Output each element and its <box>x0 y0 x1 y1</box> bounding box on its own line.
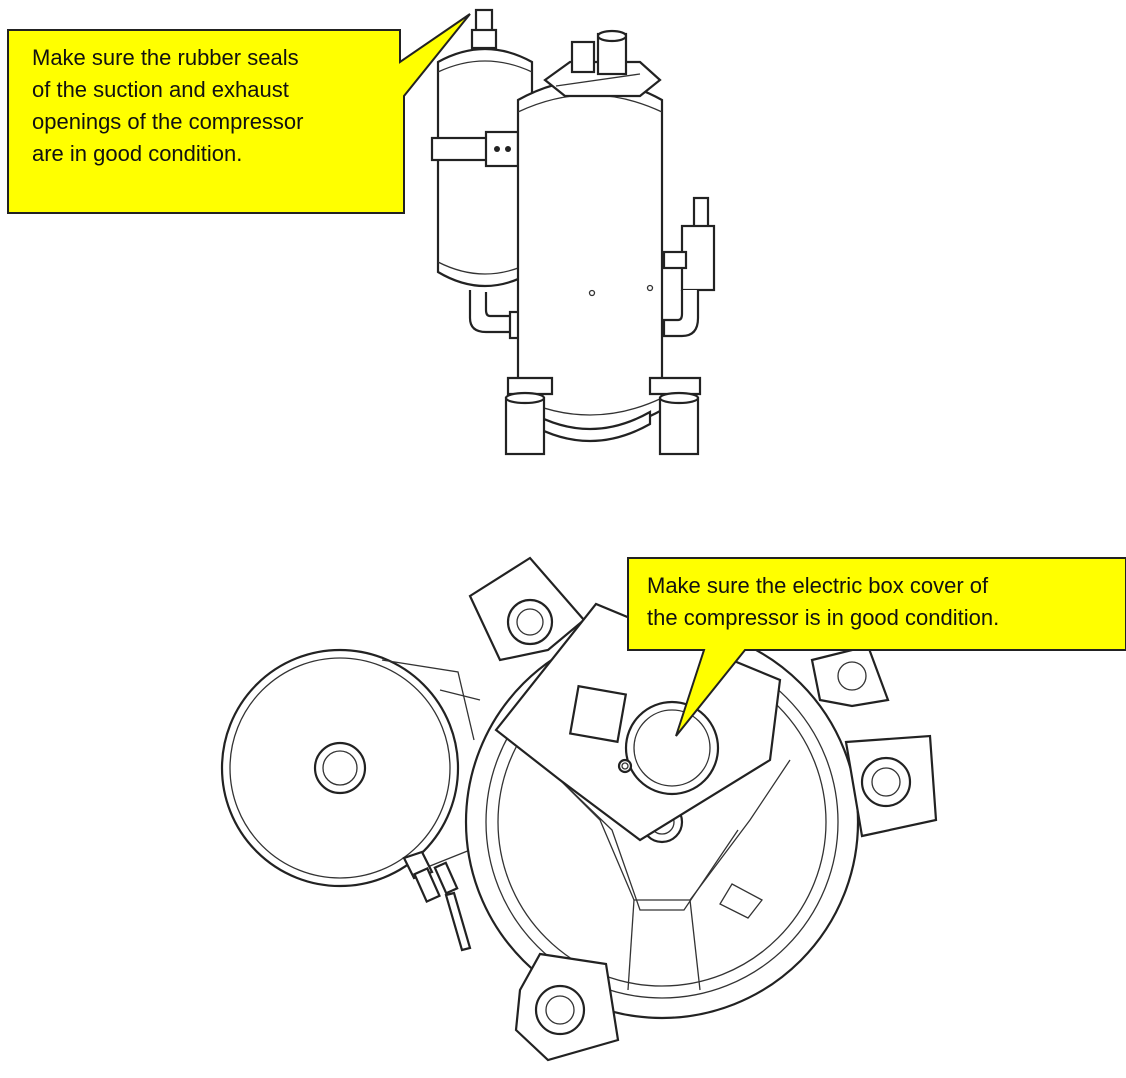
callout-line: the compressor is in good condition. <box>647 605 1000 630</box>
callout-line: are in good condition. <box>32 141 243 166</box>
bracket-bolt <box>402 850 472 952</box>
mounting-feet <box>504 376 702 456</box>
callout-suction-exhaust-text: Make sure the rubber seals of the suctio… <box>32 42 396 170</box>
accumulator-clamp <box>430 130 526 168</box>
side-valve <box>662 196 716 338</box>
callout-line: Make sure the rubber seals <box>32 45 299 70</box>
callout-electric-box <box>627 557 1126 737</box>
compressor-side-view <box>430 8 716 456</box>
callout-electric-box-text: Make sure the electric box cover of the … <box>647 570 1115 634</box>
callout-suction-exhaust <box>7 13 471 214</box>
callout-line: of the suction and exhaust <box>32 77 289 102</box>
mounting-lugs <box>468 556 938 1062</box>
callout-line: Make sure the electric box cover of <box>647 573 989 598</box>
terminal-cover <box>543 29 662 98</box>
accumulator-top <box>220 648 481 888</box>
callout-line: openings of the compressor <box>32 109 304 134</box>
